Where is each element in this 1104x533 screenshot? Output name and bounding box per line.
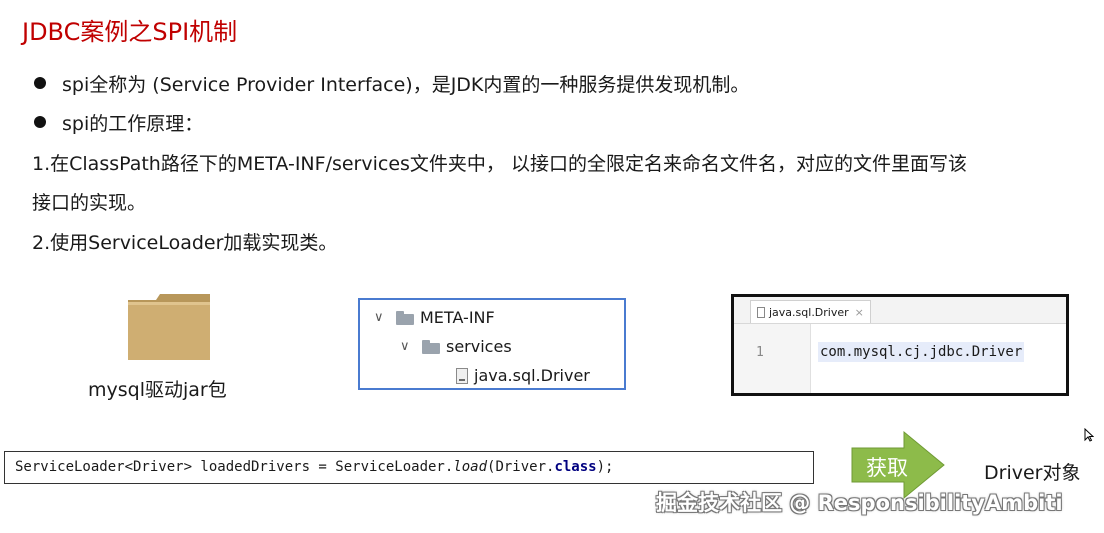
code-snippet: ServiceLoader<Driver> loadedDrivers = Se… [15, 459, 613, 475]
tree-item-label: META-INF [420, 308, 495, 327]
result-label: Driver对象 [984, 462, 1081, 484]
tree-item-meta-inf[interactable]: ∨ META-INF [374, 308, 495, 327]
editor-tab-label: java.sql.Driver [769, 305, 849, 319]
file-icon [456, 367, 468, 384]
step-line-1: 1.在ClassPath路径下的META-INF/services文件夹中， 以… [32, 153, 967, 175]
arrow-label: 获取 [866, 456, 908, 480]
chevron-down-icon[interactable]: ∨ [400, 339, 410, 354]
arrow-right-icon [851, 430, 945, 500]
line-gutter [734, 324, 811, 393]
chevron-down-icon[interactable]: ∨ [374, 310, 384, 325]
step-line-2: 接口的实现。 [32, 192, 147, 214]
mouse-cursor-icon [1084, 428, 1094, 442]
line-number: 1 [756, 345, 764, 360]
step-line-3: 2.使用ServiceLoader加载实现类。 [32, 232, 338, 254]
code-snippet-box: ServiceLoader<Driver> loadedDrivers = Se… [4, 451, 814, 484]
close-icon[interactable]: × [854, 305, 864, 319]
file-icon [757, 306, 765, 318]
editor-tab-bar: java.sql.Driver × [734, 297, 1066, 324]
code-keyword: class [554, 459, 597, 475]
bullet-dot [34, 77, 46, 89]
tree-item-java-sql-driver[interactable]: java.sql.Driver [456, 366, 590, 385]
tree-item-label: services [446, 337, 512, 356]
slide-title: JDBC案例之SPI机制 [22, 18, 238, 46]
bullet-dot [34, 116, 46, 128]
tree-item-label: java.sql.Driver [474, 366, 590, 385]
folder-label: mysql驱动jar包 [88, 379, 227, 401]
folder-icon [396, 310, 414, 325]
bullet-text-2: spi的工作原理： [62, 113, 204, 135]
tree-item-services[interactable]: ∨ services [400, 337, 512, 356]
watermark: 掘金技术社区 @ ResponsibilityAmbiti [656, 491, 1063, 515]
code-method: load [453, 459, 488, 475]
editor-tab[interactable]: java.sql.Driver × [750, 300, 871, 323]
project-tree: ∨ META-INF ∨ services java.sql.Driver [358, 298, 626, 390]
folder-icon [128, 294, 210, 360]
folder-icon [422, 339, 440, 354]
bullet-text-1: spi全称为 (Service Provider Interface)，是JDK… [62, 74, 750, 96]
code-part: ); [596, 459, 614, 475]
code-line[interactable]: com.mysql.cj.jdbc.Driver [818, 342, 1025, 362]
code-part: ServiceLoader<Driver> loadedDrivers = Se… [15, 459, 454, 475]
code-part: (Driver. [487, 459, 555, 475]
code-editor: java.sql.Driver × 1 com.mysql.cj.jdbc.Dr… [731, 294, 1069, 396]
